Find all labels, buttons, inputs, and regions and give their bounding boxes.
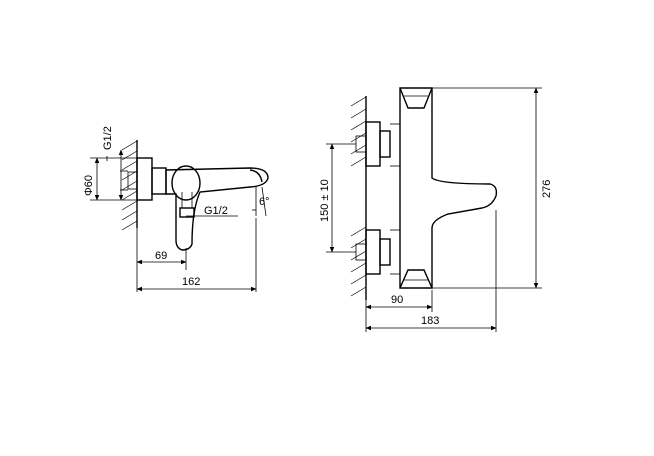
dim-inlet-offset: 90: [391, 294, 403, 306]
front-view: 150 ± 10 276 90 183: [319, 87, 553, 332]
side-control-knob: [171, 165, 201, 201]
dim-thread-vertical: G1/2: [102, 126, 114, 150]
front-body: [399, 87, 498, 289]
dim-center-distance: 150 ± 10: [319, 179, 331, 222]
side-wall-hatch: [121, 140, 138, 231]
front-bottom-knob: [399, 269, 433, 289]
side-flange: [136, 157, 153, 201]
dim-depth-short: 69: [155, 250, 167, 262]
side-nut: [151, 167, 167, 195]
dim-depth-total: 162: [182, 276, 200, 288]
front-upper-flange: [365, 121, 381, 167]
dim-height: 276: [541, 180, 553, 198]
dim-total-depth: 183: [421, 315, 439, 327]
side-outlet: [179, 207, 195, 218]
front-lower-nut: [379, 238, 391, 266]
side-inlet-pipe: [127, 171, 138, 190]
front-upper-nut: [379, 130, 391, 158]
front-wall-hatch: [350, 96, 367, 300]
side-view: G1/2 Φ60 G1/2 6° 69 162: [83, 126, 270, 292]
front-top-knob: [399, 87, 433, 109]
dim-diameter: Φ60: [83, 175, 95, 196]
dim-angle: 6°: [259, 196, 270, 208]
front-lower-flange: [365, 229, 381, 275]
dim-thread-bottom: G1/2: [204, 205, 228, 217]
side-spout-tip: [249, 169, 263, 183]
